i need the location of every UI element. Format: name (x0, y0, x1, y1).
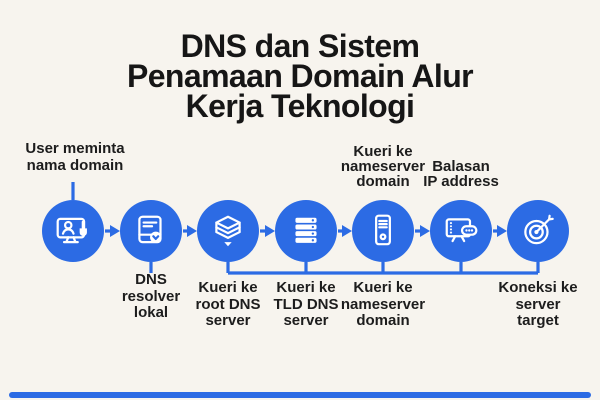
arrow-5-icon (420, 225, 430, 237)
label-user-request: User meminta nama domain (25, 140, 125, 174)
root-dns-server-icon (215, 215, 241, 247)
nameserver-tower-icon (375, 214, 391, 246)
arrow-4-icon (342, 225, 352, 237)
label-root-dns-query: Kueri ke root DNS server (195, 279, 261, 329)
step-tld-dns-node (275, 200, 337, 262)
tld-dns-server-icon (295, 217, 317, 243)
step-dns-resolver-node (120, 200, 182, 262)
step-ip-response-node (430, 200, 492, 262)
ip-address-reply-icon (445, 218, 478, 243)
step-user-request-node (42, 200, 104, 262)
page-title: DNS dan Sistem Penamaan Domain Alur Kerj… (126, 28, 474, 124)
step-root-dns-node (197, 200, 259, 262)
label-ip-response: Balasan IP address (423, 158, 499, 190)
bottom-accent-bar (9, 392, 591, 398)
label-tld-dns-query: Kueri ke TLD DNS server (273, 279, 339, 329)
arrow-2-icon (187, 225, 197, 237)
step-nameserver-node (352, 200, 414, 262)
arrow-3-icon (265, 225, 275, 237)
step-server-target-node (507, 200, 569, 262)
label-nameserver-query-top: Kueri ke nameserver domain (340, 143, 426, 190)
arrow-1-icon (110, 225, 120, 237)
label-server-target: Koneksi ke server target (498, 279, 578, 329)
dns-resolver-icon (138, 215, 162, 244)
label-nameserver-query-bottom: Kueri ke nameserver domain (340, 279, 426, 329)
arrow-6-icon (497, 225, 507, 237)
monitor-user-click-icon (56, 217, 87, 244)
stems-bus (226, 262, 540, 273)
label-dns-resolver: DNS resolver lokal (121, 271, 181, 321)
target-dartboard-icon (524, 214, 554, 245)
